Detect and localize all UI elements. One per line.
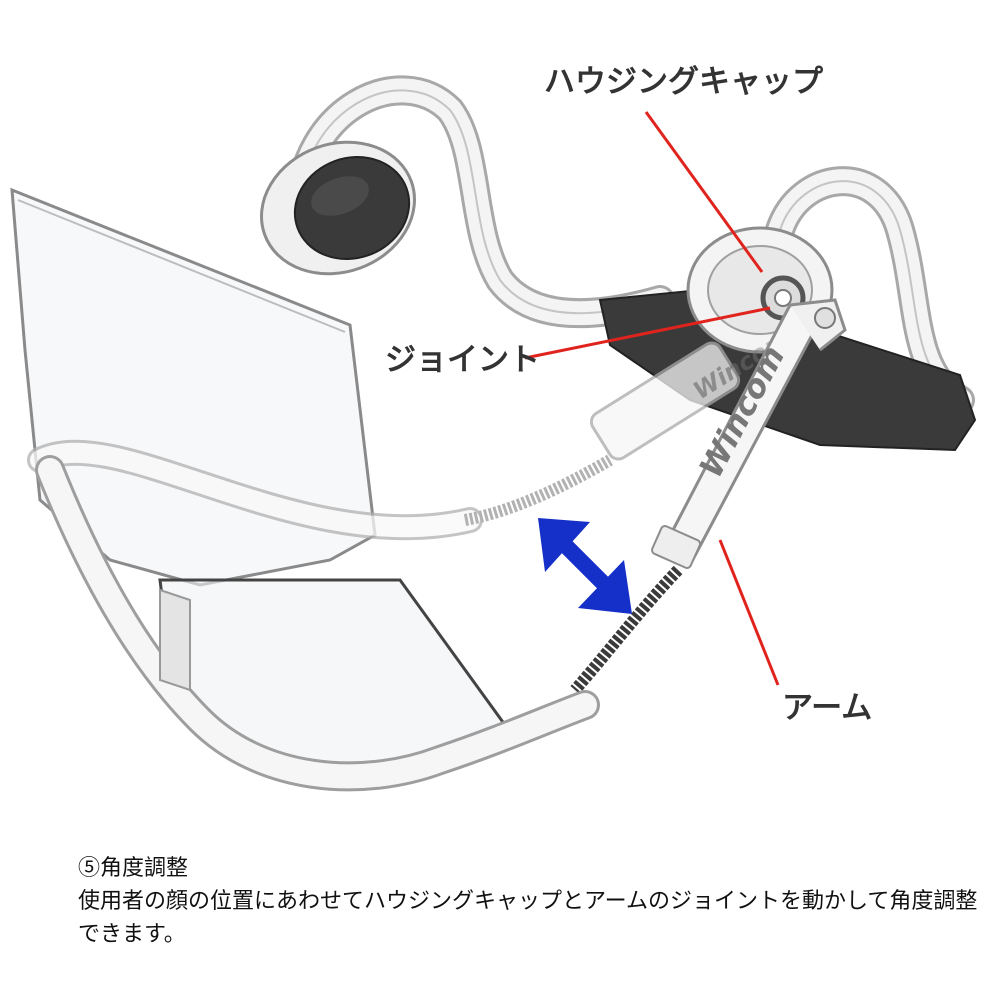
caption-title: ⑤角度調整 [78,856,189,881]
label-arm: アーム [782,690,872,726]
face-shield [10,187,508,782]
angle-adjust-arrow [538,518,632,614]
caption-body: 使用者の顔の位置にあわせてハウジングキャップとアームのジョイントを動かして角度調… [78,889,978,947]
label-housing-cap: ハウジングキャップ [544,64,824,100]
leader-housing-cap [644,111,764,273]
leader-lines [524,111,780,686]
leader-arm [718,539,780,686]
label-joint: ジョイント [385,342,540,378]
chin-bar [35,455,600,792]
caption: ⑤角度調整 使用者の顔の位置にあわせてハウジングキャップとアームのジョイントを動… [78,853,978,951]
leader-joint [524,306,771,360]
headband [285,75,975,415]
left-earpiece [260,140,416,276]
